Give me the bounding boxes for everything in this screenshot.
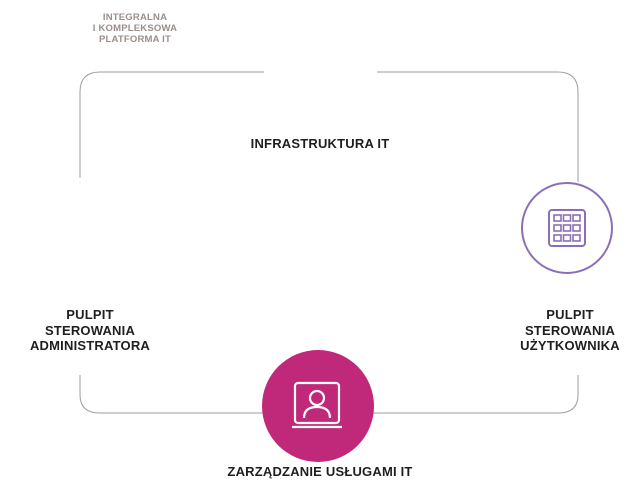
user-panel-label: PULPIT STEROWANIA UŻYTKOWNIKA [505,307,635,354]
platform-label-line: PLATFORMA IT [98,34,172,45]
user-profile-icon [292,381,342,429]
service-management-node [262,350,374,462]
infrastructure-label: INFRASTRUKTURA IT [250,136,390,151]
service-management-label: ZARZĄDZANIE USŁUGAMI IT [227,464,413,479]
platform-label: INTEGRALNA I KOMPLEKSOWA PLATFORMA IT [60,12,210,45]
user-panel-label-line: STEROWANIA [524,322,616,338]
frame-bottom-left [79,375,265,414]
frame-top-right [377,71,579,182]
user-panel-node [521,182,613,274]
app-grid-icon [548,209,586,247]
admin-panel-label: PULPIT STEROWANIA ADMINISTRATORA [20,307,160,354]
user-panel-label-line: PULPIT [546,307,594,322]
admin-panel-label-line: ADMINISTRATORA [29,338,151,353]
frame-top-left [79,71,264,178]
user-panel-label-line: UŻYTKOWNIKA [520,338,620,353]
frame-bottom-right [372,375,579,414]
platform-label-line: INTEGRALNA [102,12,168,23]
admin-panel-label-line: PULPIT [66,307,114,322]
platform-label-line: I KOMPLEKSOWA [92,23,178,34]
admin-panel-label-line: STEROWANIA [44,322,136,338]
